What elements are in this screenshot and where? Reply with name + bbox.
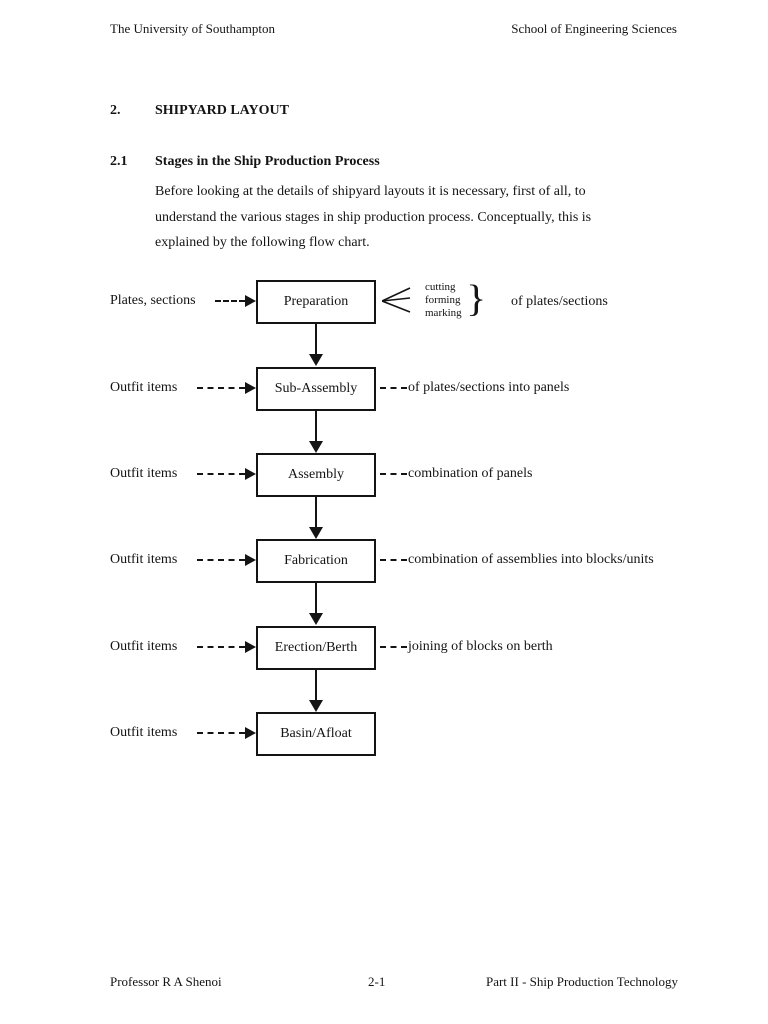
curly-brace-icon: }	[466, 278, 487, 320]
paragraph-line: understand the various stages in ship pr…	[155, 209, 592, 225]
footer-author: Professor R A Shenoi	[110, 974, 222, 989]
flow-box-basin-afloat: Basin/Afloat	[256, 712, 376, 756]
flow-box-preparation: Preparation	[256, 280, 376, 324]
dashed-arrow-right-icon	[197, 727, 256, 739]
section-number: 2.	[110, 103, 121, 118]
arrow-down-icon	[309, 497, 323, 539]
fork-item: marking	[425, 307, 462, 319]
paragraph-line: explained by the following flow chart.	[155, 235, 370, 250]
flow-annotation: joining of blocks on berth	[408, 639, 553, 654]
flow-input-label: Plates, sections	[110, 293, 196, 308]
footer-course: Part II - Ship Production Technology	[485, 974, 678, 989]
fork-item-list: cutting forming marking	[425, 281, 462, 320]
flow-input-label: Outfit items	[110, 466, 178, 481]
fork-item: cutting	[425, 281, 456, 293]
paragraph-line: Before looking at the details of shipyar…	[155, 184, 586, 199]
footer-page-number: 2-1	[368, 974, 386, 989]
fork-item: forming	[425, 294, 461, 306]
flow-input-label: Outfit items	[110, 380, 178, 395]
subsection-number: 2.1	[110, 154, 128, 169]
intro-paragraph: Before looking at the details of shipyar…	[155, 179, 655, 256]
dashed-line-icon	[380, 387, 407, 389]
dashed-arrow-right-icon	[197, 382, 256, 394]
flow-box-sub-assembly: Sub-Assembly	[256, 367, 376, 411]
arrow-down-icon	[309, 670, 323, 712]
fork-lines-icon	[382, 287, 411, 313]
flow-box-assembly: Assembly	[256, 453, 376, 497]
dashed-arrow-right-icon	[197, 468, 256, 480]
dashed-line-icon	[380, 473, 407, 475]
arrow-down-icon	[309, 411, 323, 453]
dashed-line-icon	[380, 559, 407, 561]
flow-annotation: of plates/sections into panels	[408, 380, 570, 395]
header-school: School of Engineering Sciences	[511, 21, 677, 36]
flow-input-label: Outfit items	[110, 725, 178, 740]
dashed-line-icon	[380, 646, 407, 648]
flow-box-erection-berth: Erection/Berth	[256, 626, 376, 670]
flow-input-label: Outfit items	[110, 552, 178, 567]
flow-input-label: Outfit items	[110, 639, 178, 654]
flow-box-fabrication: Fabrication	[256, 539, 376, 583]
flow-annotation: of plates/sections	[511, 294, 608, 309]
subsection-title: Stages in the Ship Production Process	[155, 154, 380, 169]
arrow-down-icon	[309, 324, 323, 366]
header-institution: The University of Southampton	[110, 21, 276, 36]
flow-annotation: combination of panels	[408, 466, 533, 481]
dashed-arrow-right-icon	[197, 554, 256, 566]
section-title: SHIPYARD LAYOUT	[155, 103, 289, 118]
arrow-down-icon	[309, 583, 323, 625]
dashed-arrow-right-icon	[215, 295, 256, 307]
flow-annotation: combination of assemblies into blocks/un…	[408, 552, 654, 567]
dashed-arrow-right-icon	[197, 641, 256, 653]
